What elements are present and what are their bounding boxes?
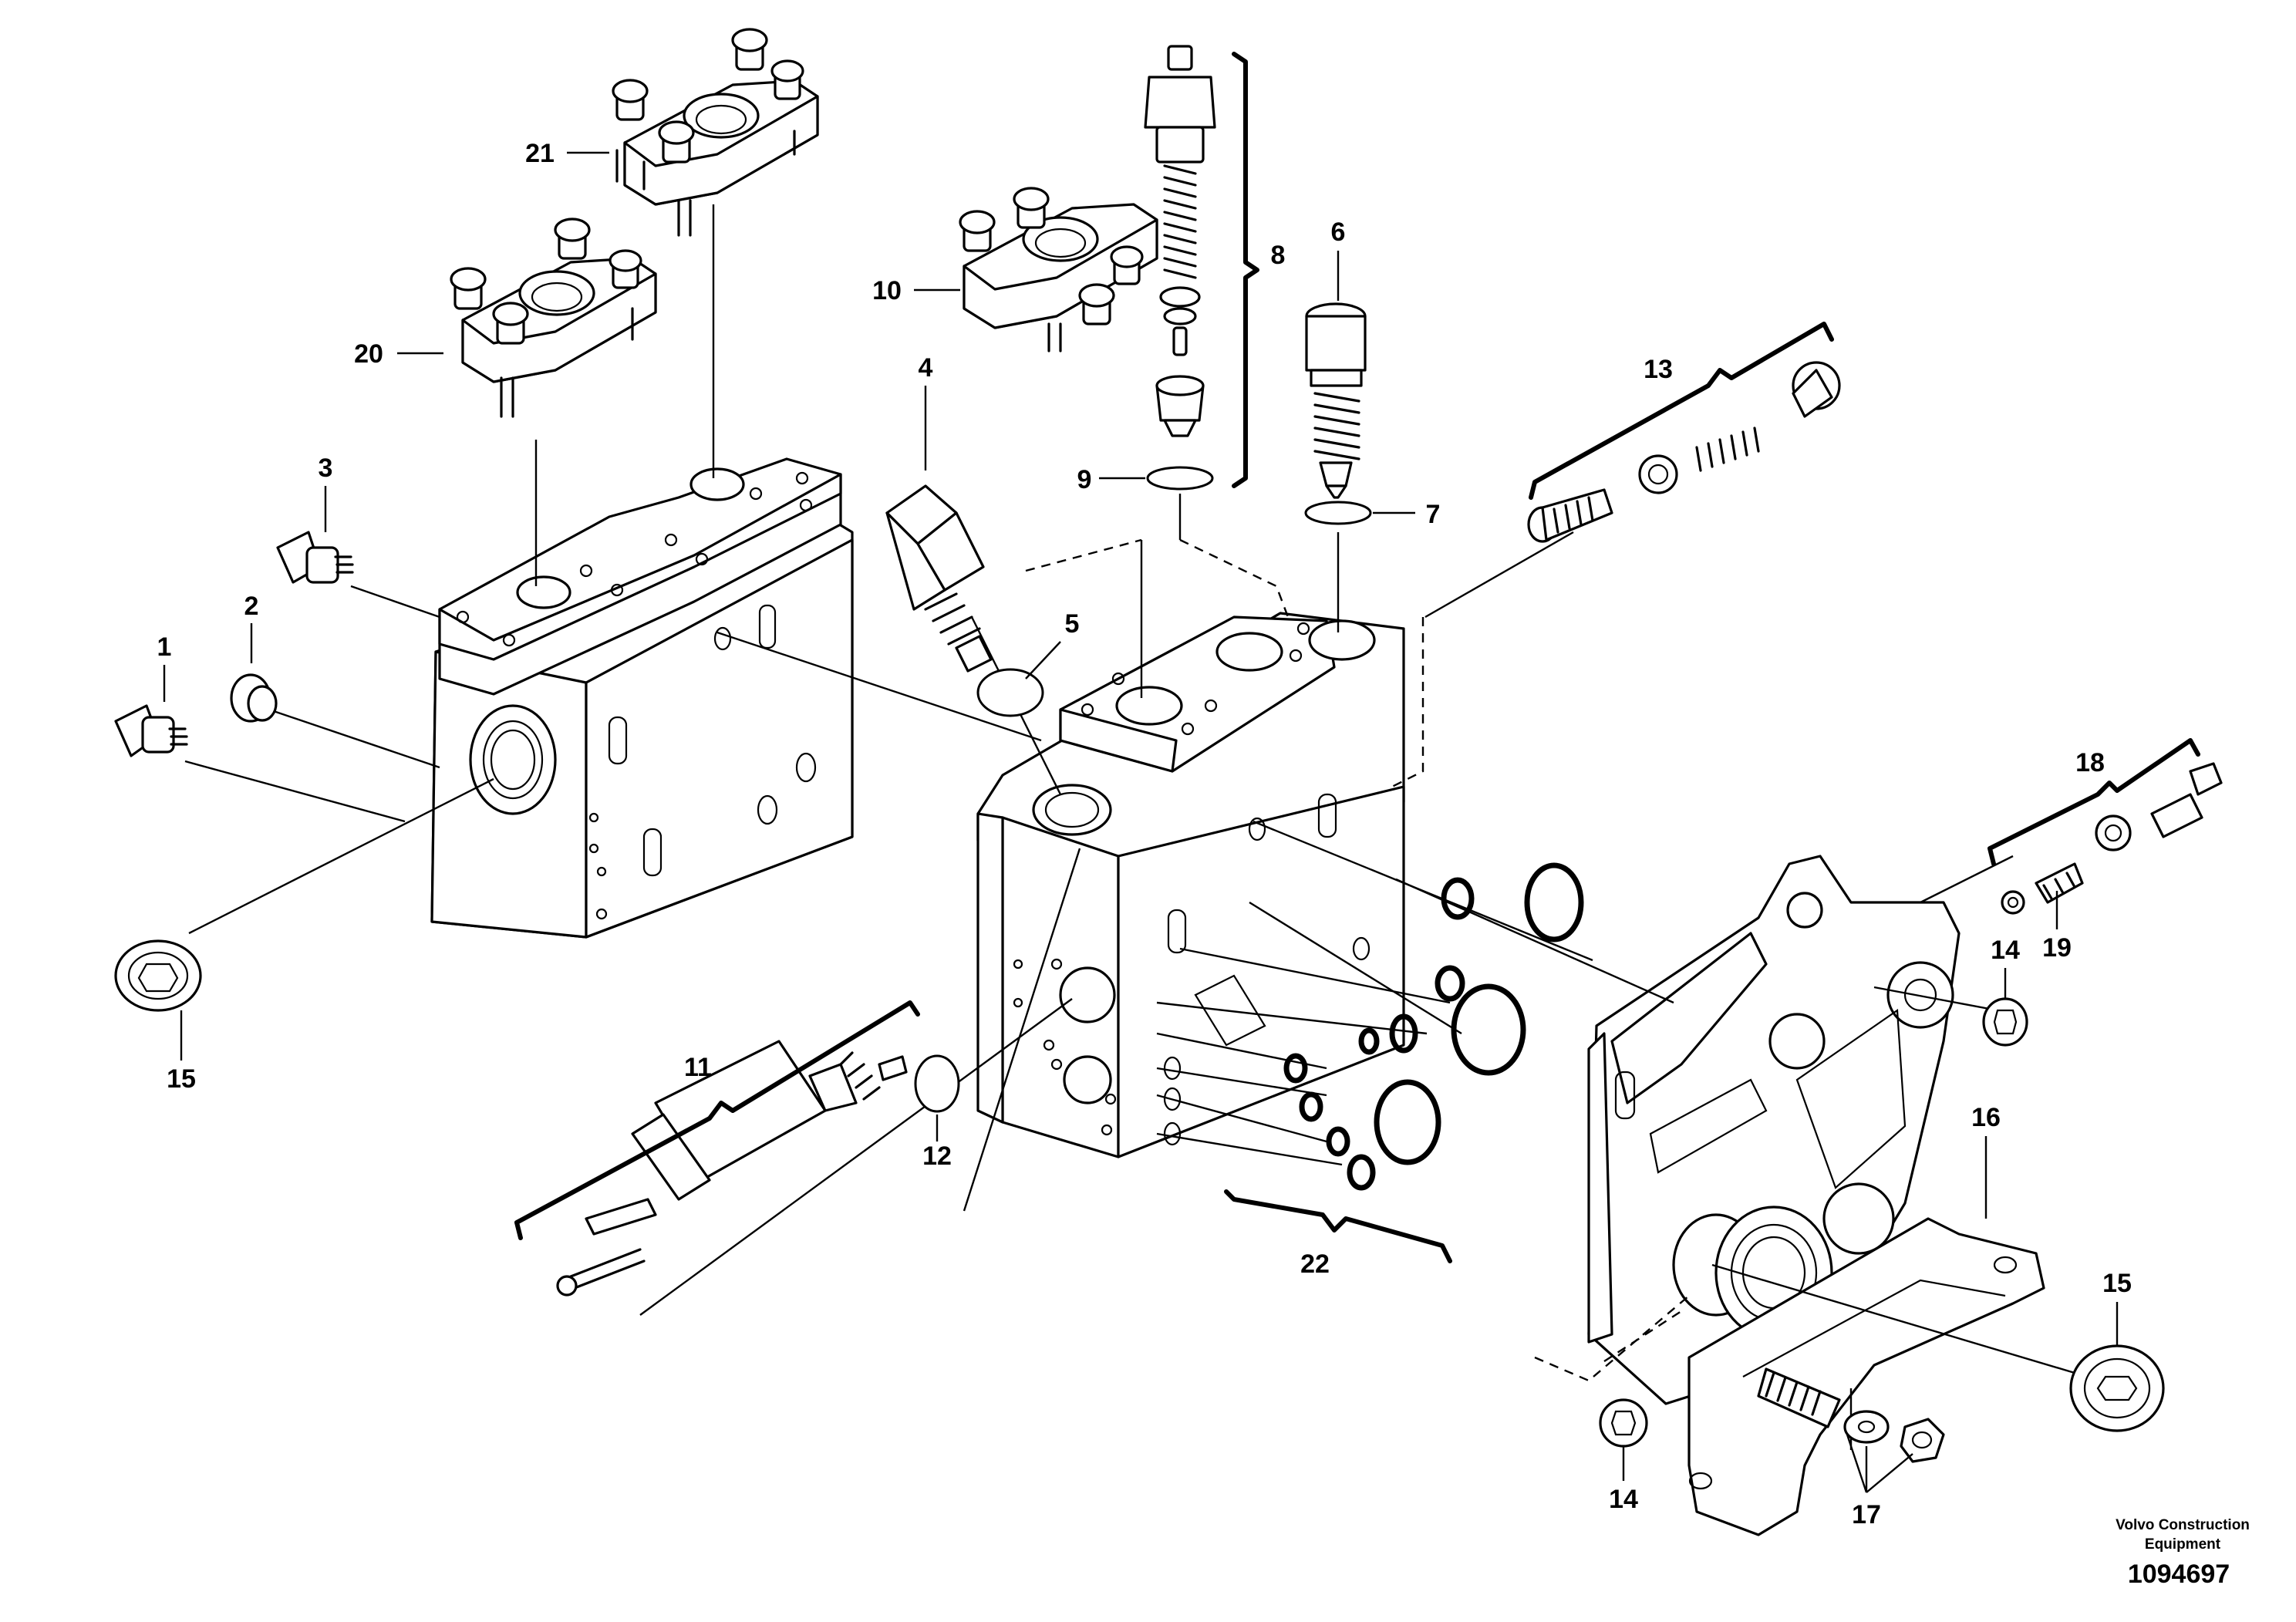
callout-16: 16: [1971, 1103, 2001, 1132]
callout-14b: 14: [1609, 1485, 1638, 1514]
callout-18: 18: [2075, 748, 2105, 777]
screw-14-upper: [1982, 997, 2028, 1047]
callout-5: 5: [1065, 609, 1080, 639]
callout-9: 9: [1077, 465, 1092, 494]
callout-15b: 15: [2102, 1269, 2132, 1298]
brace-8: [1232, 52, 1259, 488]
center-valve-body: [976, 612, 1405, 1158]
callout-22: 22: [1300, 1249, 1330, 1279]
check-valve-13: [1527, 361, 1841, 543]
flange-21: [612, 28, 819, 237]
brace-13: [1529, 322, 1834, 500]
brace-18: [1988, 738, 2200, 866]
leader-lines: [184, 204, 2075, 1450]
screw-14-lower: [1599, 1398, 1648, 1448]
callout-20: 20: [354, 339, 383, 369]
plug-2: [230, 673, 278, 723]
callout-13: 13: [1644, 355, 1673, 384]
plug-15-right: [2069, 1344, 2165, 1432]
callout-1: 1: [157, 632, 172, 662]
bolt-set-17: [1757, 1367, 1945, 1463]
relief-valve-6: [1305, 302, 1367, 499]
callout-3: 3: [319, 454, 333, 483]
callout-19: 19: [2042, 933, 2072, 963]
callout-10: 10: [872, 276, 902, 305]
flange-10: [959, 187, 1158, 352]
seal-12: [914, 1054, 960, 1113]
drawing-footer: Volvo Construction Equipment 1094697: [2116, 1517, 2250, 1589]
o-ring-9: [1146, 466, 1214, 491]
o-ring-7: [1304, 501, 1372, 525]
callout-8: 8: [1271, 241, 1286, 270]
flange-port: [689, 467, 745, 501]
o-ring-5: [976, 668, 1044, 717]
solenoid-11: [556, 1040, 908, 1297]
callout-2: 2: [244, 592, 259, 621]
plug-3: [276, 531, 354, 584]
dashed-leader-lines: [1025, 538, 1690, 1382]
mounting-bracket: [1687, 1217, 2045, 1536]
brand-line-1: Volvo Construction: [2116, 1517, 2250, 1533]
callout-17: 17: [1852, 1500, 1881, 1529]
callout-14a: 14: [1991, 936, 2020, 965]
plug-15-left: [114, 939, 202, 1012]
flange-20: [450, 218, 657, 418]
valve-18: [2001, 762, 2223, 915]
callout-4: 4: [919, 353, 933, 383]
brand-line-2: Equipment: [2145, 1536, 2221, 1553]
plug-1: [114, 704, 188, 757]
callout-12: 12: [922, 1141, 952, 1171]
callout-15a: 15: [167, 1064, 196, 1094]
drawing-number: 1094697: [2128, 1560, 2230, 1589]
brace-11: [514, 1000, 920, 1240]
callout-11: 11: [684, 1053, 712, 1082]
brace-22: [1224, 1189, 1452, 1263]
callout-6: 6: [1331, 218, 1346, 247]
relief-valve-8: [1144, 45, 1216, 437]
callout-7: 7: [1426, 500, 1441, 529]
flange-port: [516, 575, 571, 609]
left-valve-body: [430, 457, 854, 939]
relief-valve-4: [885, 484, 993, 673]
o-ring-set-22: [1283, 862, 1584, 1191]
callout-21: 21: [525, 139, 555, 168]
callout-labels: 1 2 3 4 5 6 7 8 9 10 11 12 13 14 14 15 1…: [157, 139, 2132, 1529]
